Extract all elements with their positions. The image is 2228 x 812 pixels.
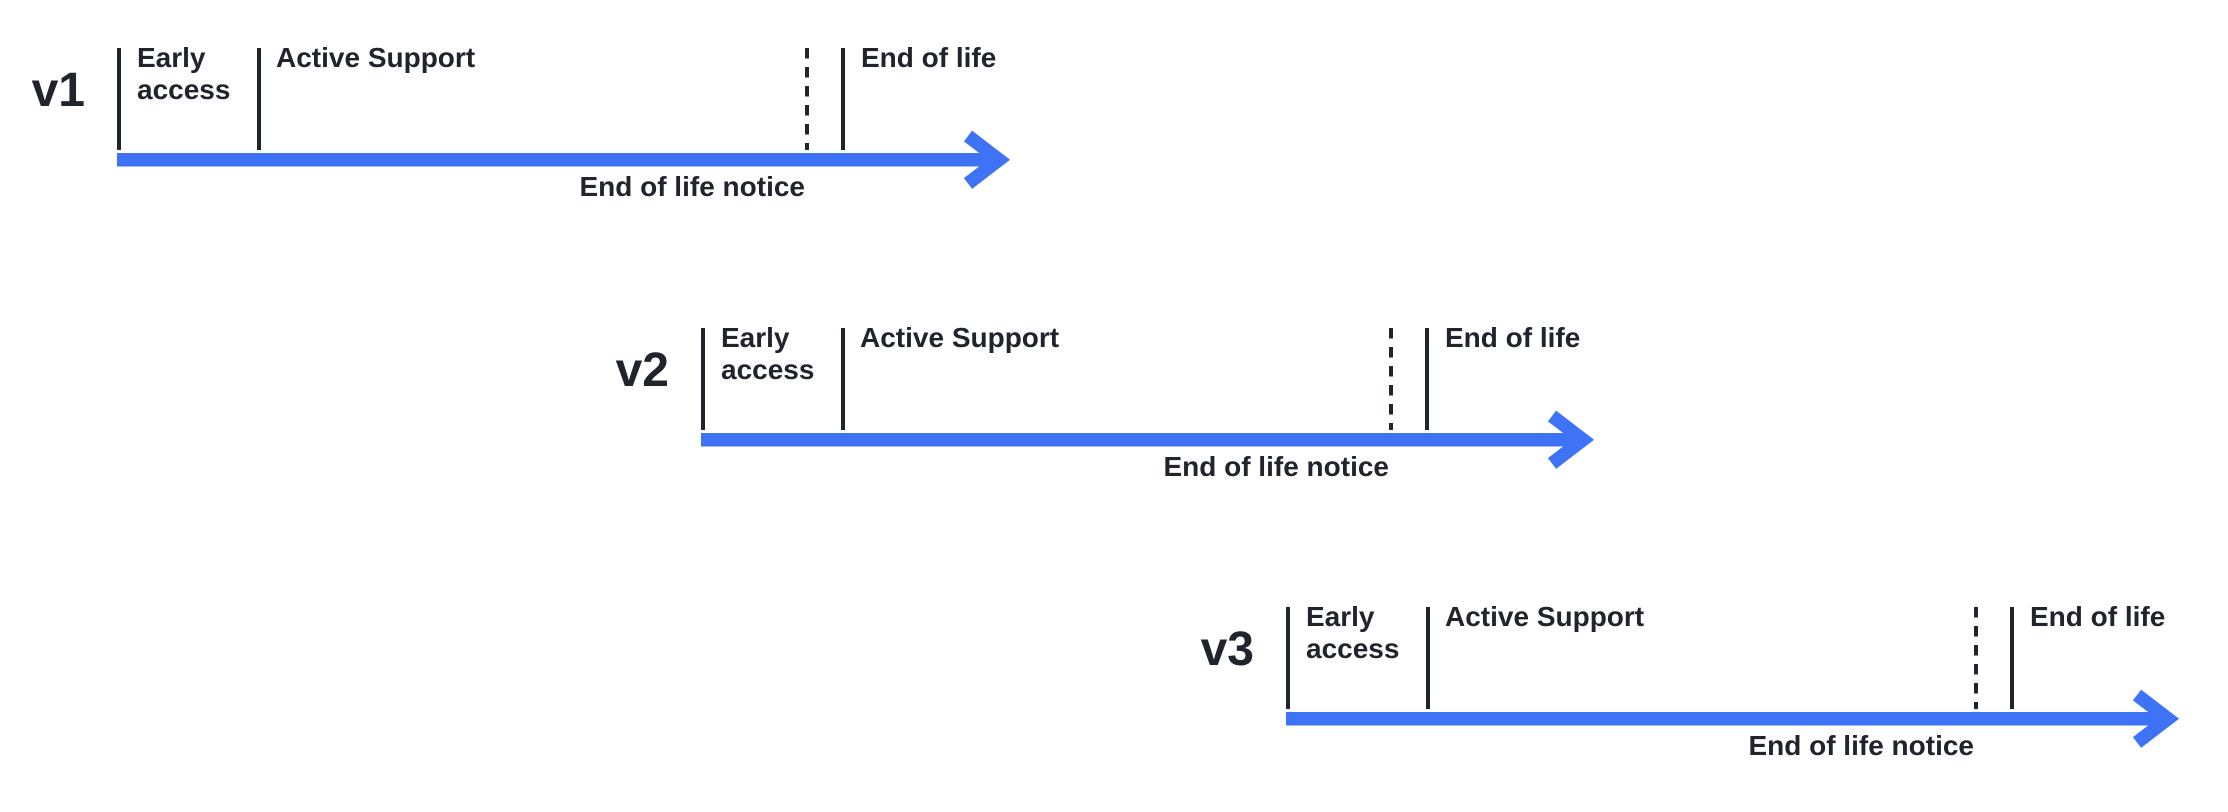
end-of-life-label: End of life [1445, 322, 1581, 353]
active-support-start-tick [257, 48, 261, 150]
active-support-label: Active Support [1445, 601, 1645, 632]
timeline-graphic [1286, 607, 2180, 748]
active-support-start-tick [1426, 607, 1430, 709]
early-access-label: Early access [137, 42, 231, 105]
active-support-label: Active Support [276, 42, 476, 73]
end-of-life-tick [841, 48, 845, 150]
arrowhead-icon [963, 130, 1011, 189]
arrowhead-icon [1547, 410, 1595, 469]
timeline-arrow-shaft [701, 433, 1574, 447]
arrowhead-icon [2132, 689, 2180, 748]
end-of-life-notice-label: End of life notice [1748, 730, 1974, 761]
early-access-label: Early access [721, 322, 815, 385]
end-of-life-tick [1425, 328, 1429, 430]
version-label: v2 [615, 344, 669, 397]
timeline-graphic [117, 48, 1011, 189]
timeline-graphic [701, 328, 1595, 469]
end-of-life-label: End of life [861, 42, 997, 73]
early-access-start-tick [117, 48, 121, 150]
timeline-v3: v3 Early access Active Support End of li… [1201, 601, 2186, 772]
end-of-life-tick [2010, 607, 2014, 709]
end-of-life-label: End of life [2030, 601, 2166, 632]
early-access-start-tick [701, 328, 705, 430]
active-support-label: Active Support [860, 322, 1060, 353]
end-of-life-notice-label: End of life notice [1163, 451, 1389, 482]
timeline-arrow-shaft [117, 153, 990, 167]
timeline-v1: v1 Early access Active Support End of li… [32, 42, 1017, 213]
end-of-life-notice-label: End of life notice [579, 171, 805, 202]
version-label: v3 [1200, 623, 1254, 676]
active-support-start-tick [841, 328, 845, 430]
timeline-v2: v2 Early access Active Support End of li… [616, 322, 1601, 493]
timeline-arrow-shaft [1286, 712, 2159, 726]
early-access-start-tick [1286, 607, 1290, 709]
early-access-label: Early access [1306, 601, 1400, 664]
version-label: v1 [31, 64, 85, 117]
